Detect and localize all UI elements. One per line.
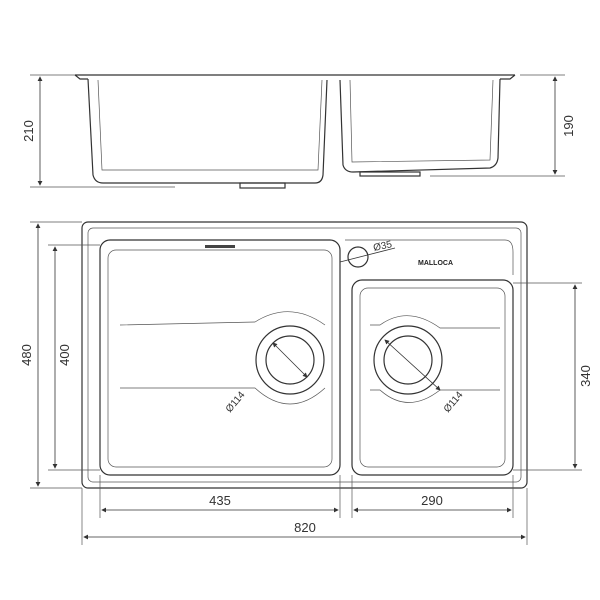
dim-210: 210 [21, 120, 36, 142]
dim-290: 290 [421, 493, 443, 508]
left-drain-label: Ø114 [224, 389, 248, 415]
right-drain-label: Ø114 [442, 389, 466, 415]
dim-340: 340 [578, 365, 593, 387]
brand-logo: MALLOCA [418, 260, 453, 267]
dim-480: 480 [19, 344, 34, 366]
tap-hole-label: Ø35 [372, 239, 393, 254]
dim-435: 435 [209, 493, 231, 508]
dim-820: 820 [294, 520, 316, 535]
top-view: Ø114 Ø114 Ø35 MALLOCA 48 [19, 221, 593, 545]
dim-190: 190 [561, 115, 576, 137]
side-view: 210 190 [21, 74, 576, 189]
tap-hole [347, 246, 369, 268]
dim-400: 400 [57, 344, 72, 366]
